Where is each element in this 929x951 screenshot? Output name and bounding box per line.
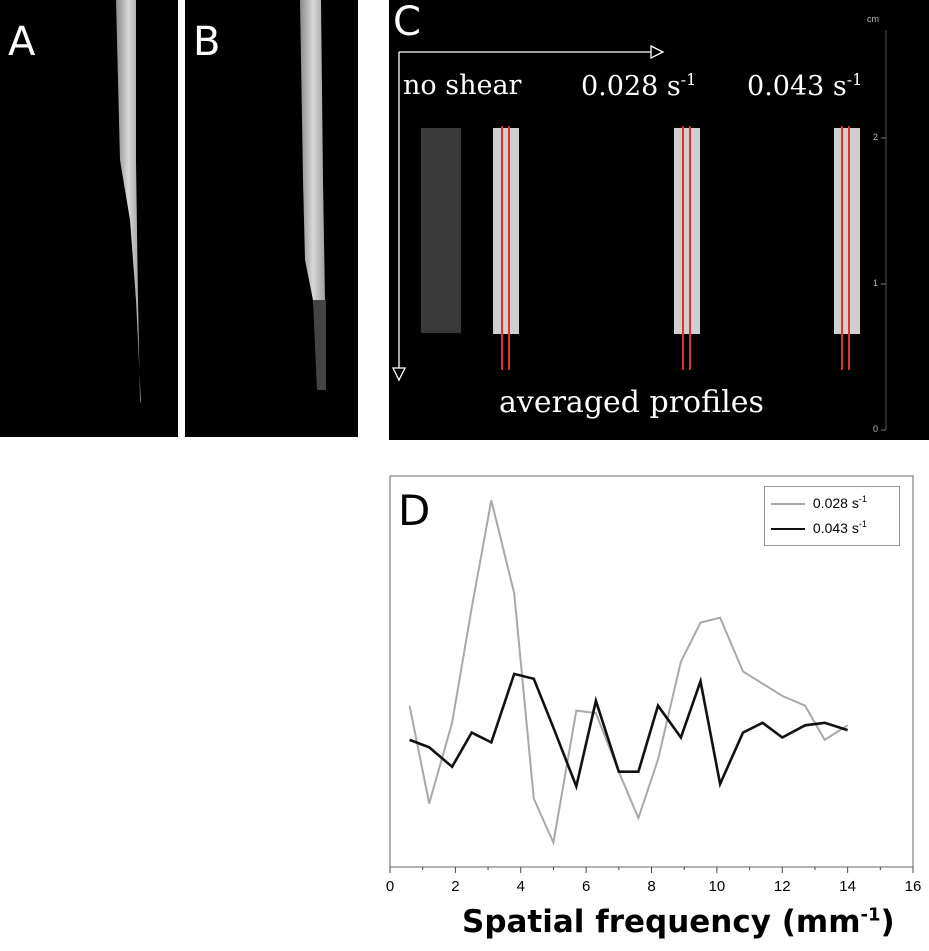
scale-tick-0: 0 [873, 424, 879, 434]
column-label-0028: 0.028 s-1 [581, 70, 696, 102]
x-axis-title: Spatial frequency (mm-1) [462, 904, 895, 940]
panel-b-letter: B [193, 19, 221, 65]
x-tick-label-7: 14 [839, 878, 856, 895]
column-label-0043: 0.043 s-1 [747, 70, 862, 102]
panel-a-image: A [0, 0, 178, 437]
legend-text-0028: 0.028 s [812, 494, 859, 511]
legend-entry-0043: 0.043 s-1 [771, 519, 867, 536]
x-axis-title-tail: ) [880, 904, 895, 940]
x-tick-label-0: 0 [386, 878, 394, 895]
scale-tick-1: 1 [873, 278, 879, 288]
x-tick-label-8: 16 [905, 878, 922, 895]
panel-a-letter: A [8, 19, 36, 65]
x-tick-label-6: 12 [774, 878, 791, 895]
legend-swatch-0028 [771, 502, 805, 505]
scale-tick-2: 2 [873, 132, 879, 142]
panel-a-band [116, 0, 141, 404]
column-label-0028-text: 0.028 s [581, 71, 681, 102]
legend: 0.028 s-1 0.043 s-1 [764, 486, 900, 546]
series-line-0 [408, 500, 849, 847]
x-tick-label-2: 4 [517, 878, 525, 895]
legend-exp-0028: -1 [858, 494, 867, 504]
column-label-0028-exp: -1 [680, 70, 697, 89]
column-label-no-shear: no shear [403, 70, 521, 101]
panel-c-image: C cm 2 1 0 no shear 0.028 s-1 0.043 s-1 … [389, 0, 929, 440]
x-tick-label-5: 10 [709, 878, 726, 895]
x-axis-title-exp: -1 [860, 904, 881, 926]
panel-c-letter: C [393, 0, 421, 45]
series-line-1 [409, 672, 848, 791]
panel-b-image: B [185, 0, 358, 437]
footer-averaged-profiles: averaged profiles [499, 385, 764, 420]
x-tick-label-1: 2 [451, 878, 459, 895]
x-axis-title-text: Spatial frequency (mm [462, 904, 861, 940]
column-label-no-shear-text: no shear [403, 70, 522, 101]
panel-c-overlay [391, 30, 887, 431]
column-label-0043-text: 0.043 s [747, 71, 847, 102]
legend-swatch-0043 [771, 527, 805, 530]
column-label-0043-exp: -1 [846, 70, 863, 89]
legend-text-0043: 0.043 s [812, 519, 859, 536]
panel-d-letter: D [398, 486, 431, 535]
legend-entry-0028: 0.028 s-1 [771, 494, 867, 511]
scale-unit: cm [867, 14, 879, 24]
legend-exp-0043: -1 [858, 519, 867, 529]
x-tick-label-4: 8 [647, 878, 655, 895]
x-tick-label-3: 6 [582, 878, 590, 895]
panel-b-band [300, 0, 326, 390]
